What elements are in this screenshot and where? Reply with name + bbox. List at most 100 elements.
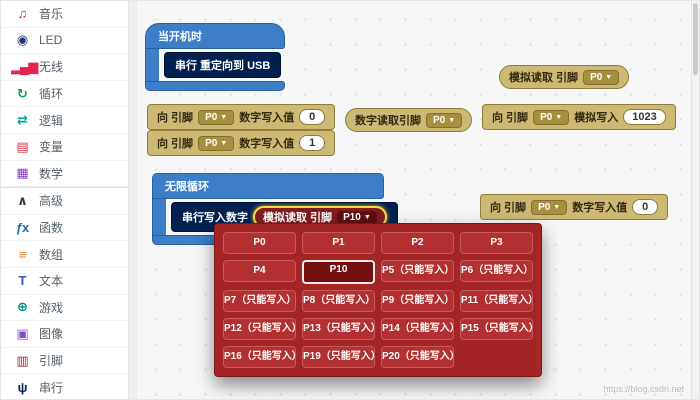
sidebar-item-variables[interactable]: ▤ 变量 xyxy=(1,134,128,161)
usb-icon: ψ xyxy=(17,379,28,395)
block-text: 数字读取引脚 xyxy=(355,115,421,127)
pin-dropdown[interactable]: P0 ▼ xyxy=(198,135,235,151)
block-text: 向 引脚 xyxy=(157,138,194,150)
dropdown-option[interactable]: P3 xyxy=(460,232,533,254)
digital-write-block[interactable]: 向 引脚 P0 ▼ 数字写入值 0 xyxy=(480,194,669,220)
value-input[interactable]: 1023 xyxy=(623,109,666,125)
block-spine xyxy=(152,199,166,235)
block-foot xyxy=(145,81,285,91)
pin-value: P0 xyxy=(540,111,553,123)
bars-icon: ▤ xyxy=(16,138,28,154)
chevron-down-icon: ▼ xyxy=(448,116,456,124)
sidebar-item-label: 逻辑 xyxy=(39,113,64,128)
on-start-block[interactable]: 当开机时 串行 重定向到 USB xyxy=(145,23,285,91)
pin-dropdown-open[interactable]: P10 ▼ xyxy=(337,210,377,224)
watermark-text: https://blog.csdn.net xyxy=(603,384,684,394)
sidebar-item-advanced[interactable]: ∧ 高级 xyxy=(1,187,128,215)
sidebar-item-label: 文本 xyxy=(39,274,64,289)
on-start-label: 当开机时 xyxy=(145,23,285,49)
dropdown-option[interactable]: P19（只能写入） xyxy=(302,346,375,368)
dropdown-option[interactable]: P13（只能写入） xyxy=(302,318,375,340)
value-input[interactable]: 0 xyxy=(299,109,326,125)
sidebar-item-label: 图像 xyxy=(39,327,64,342)
shuffle-icon: ⇄ xyxy=(17,112,28,128)
block-text: 模拟写入 xyxy=(574,112,619,124)
pin-dropdown[interactable]: P0 ▼ xyxy=(531,199,568,215)
serial-redirect-block[interactable]: 串行 重定向到 USB xyxy=(164,52,282,78)
sidebar-item-pins[interactable]: ▥ 引脚 xyxy=(1,348,128,375)
sidebar-item-functions[interactable]: ƒx 函数 xyxy=(1,215,128,242)
dropdown-option[interactable]: P9（只能写入） xyxy=(381,290,454,312)
page-scrollbar[interactable] xyxy=(691,1,699,399)
music-icon: ♫ xyxy=(17,6,28,22)
dropdown-option[interactable]: P20（只能写入） xyxy=(381,346,454,368)
dropdown-option[interactable]: P16（只能写入） xyxy=(223,346,296,368)
scrollbar-thumb[interactable] xyxy=(693,3,698,75)
sidebar-item-label: 引脚 xyxy=(39,354,64,369)
sidebar-item-led[interactable]: ◉ LED xyxy=(1,28,128,55)
digital-read-block[interactable]: 数字读取引脚 P0 ▼ xyxy=(345,108,473,132)
block-text: 模拟读取 引脚 xyxy=(263,212,333,224)
dropdown-option[interactable]: P0 xyxy=(223,232,296,254)
sidebar-item-images[interactable]: ▣ 图像 xyxy=(1,321,128,348)
text-icon: T xyxy=(18,273,27,289)
dropdown-option[interactable]: P7（只能写入） xyxy=(223,290,296,312)
list-icon: ≡ xyxy=(18,246,27,262)
digital-write-block[interactable]: 向 引脚 P0 ▼ 数字写入值 0 xyxy=(147,104,336,130)
sidebar-item-math[interactable]: ▦ 数学 xyxy=(1,161,128,188)
chevron-down-icon: ▼ xyxy=(605,73,613,81)
dropdown-option-selected[interactable]: P10 xyxy=(302,260,375,284)
sidebar-item-logic[interactable]: ⇄ 逻辑 xyxy=(1,107,128,134)
pin-value: P0 xyxy=(433,114,446,126)
block-text: 串行写入数字 xyxy=(182,212,248,224)
sidebar-item-label: 变量 xyxy=(39,140,64,155)
chevron-down-icon: ▼ xyxy=(553,203,561,211)
dropdown-option[interactable]: P11（只能写入） xyxy=(460,290,533,312)
loop-icon: ↻ xyxy=(17,85,28,101)
led-icon: ◉ xyxy=(16,32,28,48)
value-input[interactable]: 1 xyxy=(299,135,326,151)
dropdown-option[interactable]: P2 xyxy=(381,232,454,254)
block-text: 向 引脚 xyxy=(492,112,529,124)
signal-bars-icon: ▂▄▆ xyxy=(11,58,38,74)
sidebar-item-game[interactable]: ⊕ 游戏 xyxy=(1,295,128,322)
analog-read-block[interactable]: 模拟读取 引脚 P0 ▼ xyxy=(499,65,630,89)
sidebar-item-label: 无线 xyxy=(39,60,64,75)
sidebar-item-loops[interactable]: ↻ 循环 xyxy=(1,81,128,108)
pin-dropdown[interactable]: P0 ▼ xyxy=(533,109,570,125)
dropdown-option[interactable]: P14（只能写入） xyxy=(381,318,454,340)
gamepad-icon: ⊕ xyxy=(17,299,28,315)
dropdown-option[interactable]: P1 xyxy=(302,232,375,254)
pin-value: P0 xyxy=(205,137,218,149)
analog-write-block[interactable]: 向 引脚 P0 ▼ 模拟写入 1023 xyxy=(482,104,676,130)
sidebar-item-label: 音乐 xyxy=(39,7,64,22)
block-text: 数字写入值 xyxy=(239,138,295,150)
dropdown-option[interactable]: P6（只能写入） xyxy=(460,260,533,282)
block-text: 模拟读取 引脚 xyxy=(509,72,579,84)
toolbox-scrollbar[interactable] xyxy=(129,1,137,399)
digital-write-block[interactable]: 向 引脚 P0 ▼ 数字写入值 1 xyxy=(147,130,336,156)
dropdown-option[interactable]: P5（只能写入） xyxy=(381,260,454,282)
dropdown-option[interactable]: P12（只能写入） xyxy=(223,318,296,340)
sidebar-item-label: LED xyxy=(39,33,63,48)
pin-dropdown[interactable]: P0 ▼ xyxy=(198,109,235,125)
sidebar-item-text[interactable]: T 文本 xyxy=(1,268,128,295)
value-input[interactable]: 0 xyxy=(632,199,659,215)
forever-label: 无限循环 xyxy=(152,173,384,199)
pin-value: P10 xyxy=(343,211,361,223)
sidebar-item-radio[interactable]: ▂▄▆ 无线 xyxy=(1,54,128,81)
dropdown-option[interactable]: P15（只能写入） xyxy=(460,318,533,340)
dropdown-option[interactable]: P4 xyxy=(223,260,296,282)
sidebar-item-music[interactable]: ♫ 音乐 xyxy=(1,1,128,28)
sidebar-item-serial[interactable]: ψ 串行 xyxy=(1,374,128,399)
pin-dropdown[interactable]: P0 ▼ xyxy=(426,112,463,128)
workspace-canvas[interactable]: 当开机时 串行 重定向到 USB 向 引脚 P0 ▼ 数字写入值 0 向 引 xyxy=(137,1,692,399)
calculator-icon: ▦ xyxy=(16,165,28,181)
image-icon: ▣ xyxy=(16,325,28,341)
dropdown-option[interactable]: P8（只能写入） xyxy=(302,290,375,312)
sidebar-item-arrays[interactable]: ≡ 数组 xyxy=(1,241,128,268)
pin-dropdown-menu: P0 P1 P2 P3 P4 P10 P5（只能写入） P6（只能写入） P7（… xyxy=(214,223,542,377)
pin-dropdown[interactable]: P0 ▼ xyxy=(583,69,620,85)
block-text: 数字写入值 xyxy=(239,112,295,124)
